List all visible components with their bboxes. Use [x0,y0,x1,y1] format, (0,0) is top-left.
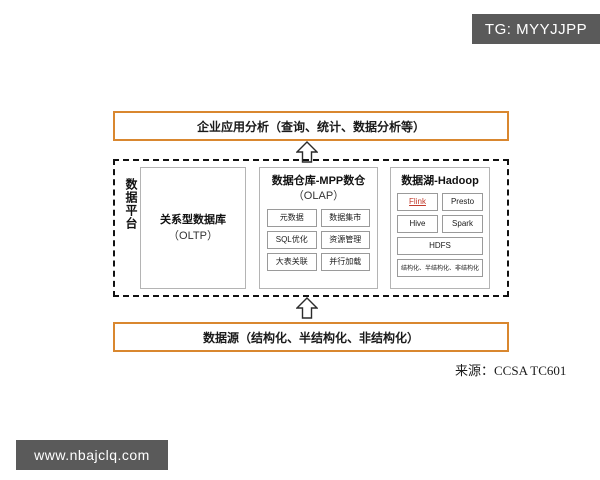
hadoop-cell-hive[interactable]: Hive [397,214,438,233]
arrow-up-from-data-source-icon [296,297,318,319]
hadoop-cell-flink[interactable]: Flink [397,192,438,211]
panel-relational-database-subtitle: （OLTP） [168,229,218,242]
source-caption: 来源：CCSA TC601 [455,363,567,378]
mpp-cell[interactable]: 并行加载 [320,252,370,271]
tag-watermark: TG: MYYJJPP [472,14,600,44]
panel-data-warehouse-mpp-title: 数据仓库-MPP数仓 [271,175,366,187]
banner-data-source-label: 数据源（结构化、半结构化、非结构化） [202,330,419,345]
site-watermark: www.nbajclq.com [16,440,168,470]
hadoop-cell-presto[interactable]: Presto [442,192,483,211]
panel-data-warehouse-mpp[interactable]: 数据仓库-MPP数仓 （OLAP） 元数据 数据集市 SQL优化 资源管理 大表… [259,167,378,289]
panel-relational-database-title: 关系型数据库 [160,213,226,226]
banner-data-source: 数据源（结构化、半结构化、非结构化） [113,322,509,352]
panel-relational-database[interactable]: 关系型数据库 （OLTP） [140,167,246,289]
hadoop-cell-spark[interactable]: Spark [442,214,483,233]
panel-data-warehouse-mpp-subtitle: （OLAP） [292,189,345,202]
hadoop-component-grid: Flink Presto Hive Spark HDFS 结构化、半结构化、非结… [391,192,489,277]
data-platform-label: 数据平台 [124,178,138,230]
panel-data-lake-hadoop-title: 数据湖-Hadoop [401,175,479,187]
data-platform-container [113,159,509,297]
panel-data-lake-hadoop[interactable]: 数据湖-Hadoop Flink Presto Hive Spark HDFS … [390,167,490,289]
hadoop-cell-hdfs[interactable]: HDFS [397,236,483,255]
mpp-cell[interactable]: SQL优化 [267,230,317,249]
mpp-cell[interactable]: 资源管理 [320,230,370,249]
mpp-cell[interactable]: 数据集市 [320,208,370,227]
banner-enterprise-analysis-label: 企业应用分析（查询、统计、数据分析等） [196,119,425,134]
arrow-up-to-analysis-icon [296,141,318,163]
mpp-capability-grid: 元数据 数据集市 SQL优化 资源管理 大表关联 并行加载 [260,208,377,271]
banner-enterprise-analysis: 企业应用分析（查询、统计、数据分析等） [113,111,509,141]
mpp-cell[interactable]: 大表关联 [267,252,317,271]
mpp-cell[interactable]: 元数据 [267,208,317,227]
hadoop-cell-data-formats[interactable]: 结构化、半结构化、非结构化 [397,258,483,277]
